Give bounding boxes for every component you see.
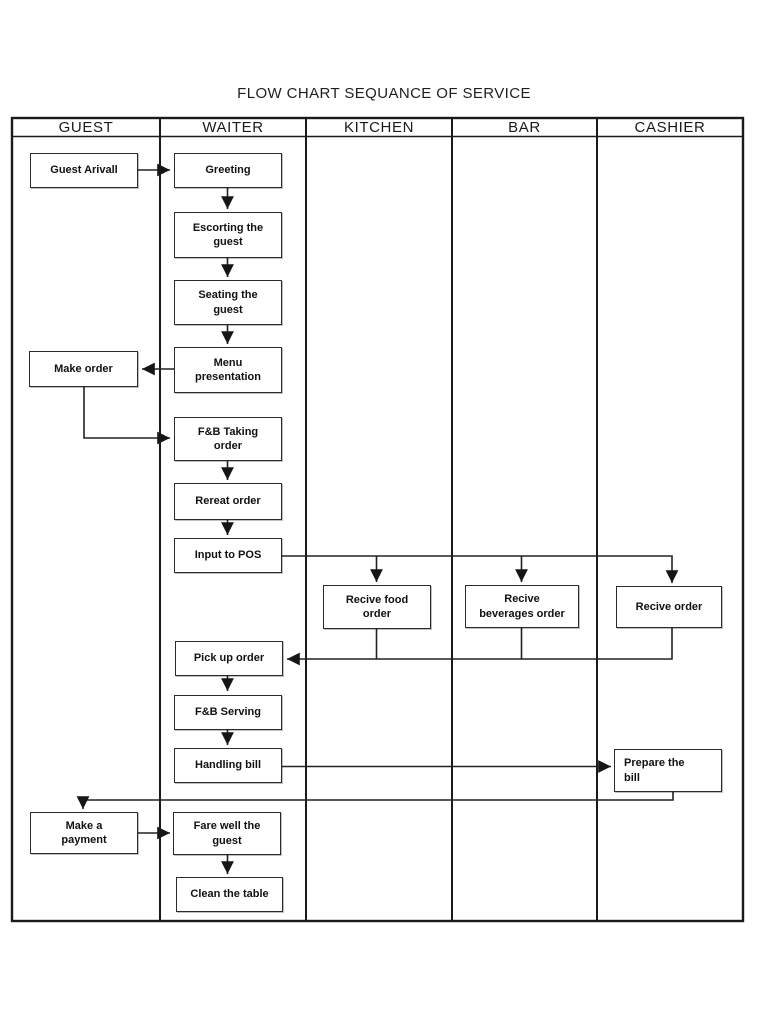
node-escorting-the-guest: Escorting the guest bbox=[174, 212, 282, 258]
node-make-a-payment: Make a payment bbox=[30, 812, 138, 854]
node-input-to-pos: Input to POS bbox=[174, 538, 282, 573]
node-recive-order: Recive order bbox=[616, 586, 722, 628]
lane-header-waiter: WAITER bbox=[202, 119, 264, 136]
node-greeting: Greeting bbox=[174, 153, 282, 188]
node-pick-up-order: Pick up order bbox=[175, 641, 283, 676]
node-rereat-order: Rereat order bbox=[174, 483, 282, 520]
node-menu-presentation: Menu presentation bbox=[174, 347, 282, 393]
node-fb-serving: F&B Serving bbox=[174, 695, 282, 730]
node-clean-the-table: Clean the table bbox=[176, 877, 283, 912]
page-title: FLOW CHART SEQUANCE OF SERVICE bbox=[237, 85, 531, 102]
node-fare-well-the-guest: Fare well the guest bbox=[173, 812, 281, 855]
lane-header-bar: BAR bbox=[508, 119, 541, 136]
lane-header-cashier: CASHIER bbox=[634, 119, 706, 136]
lane-header-guest: GUEST bbox=[58, 119, 114, 136]
node-handling-bill: Handling bill bbox=[174, 748, 282, 783]
lane-header-kitchen: KITCHEN bbox=[343, 119, 415, 136]
node-fb-taking-order: F&B Taking order bbox=[174, 417, 282, 461]
node-make-order: Make order bbox=[29, 351, 138, 387]
node-prepare-the-bill: Prepare the bill bbox=[614, 749, 722, 792]
node-recive-beverages-order: Recive beverages order bbox=[465, 585, 579, 628]
node-seating-the-guest: Seating the guest bbox=[174, 280, 282, 325]
node-recive-food-order: Recive food order bbox=[323, 585, 431, 629]
node-guest-arivall: Guest Arivall bbox=[30, 153, 138, 188]
